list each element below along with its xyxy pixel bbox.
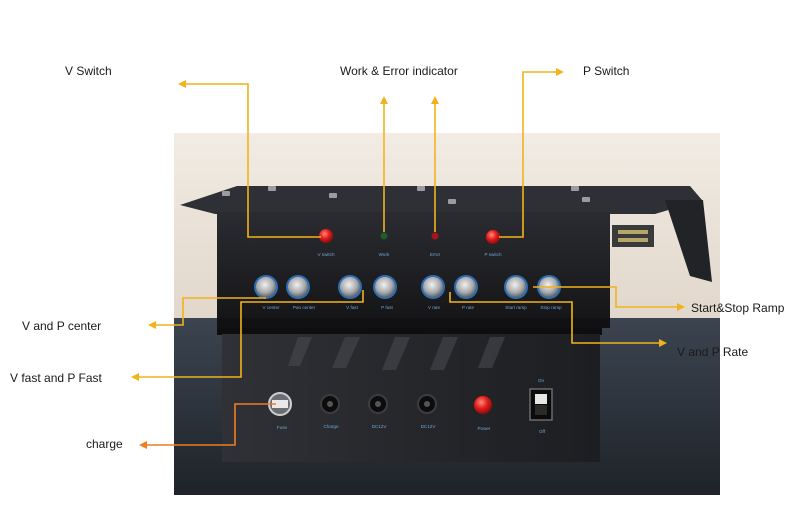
panel-label-power: Power [477,426,490,431]
lid-flap [665,200,712,282]
start-ramp-knob [504,275,528,299]
leader-rate [449,292,667,347]
panel-label-charge: Charge [323,424,339,429]
callout-v-switch: V Switch [65,64,112,78]
control-panel [217,212,610,328]
power-led [474,396,492,414]
leader-p-switch [499,68,564,238]
leader-vp-fast [131,290,364,381]
panel-label-fuse: Fuse [277,425,288,430]
panel-label-off: Off [539,429,546,434]
panel-label-v-center: V center [262,305,280,310]
panel-label-p-switch: P switch [484,252,501,257]
panel-label-v-fast: V fast [346,305,358,310]
v-center-knob [254,275,278,299]
panel-label-v-rate: V rate [428,305,441,310]
p-rate-knob [454,275,478,299]
panel-label-p-fast: P fast [381,305,393,310]
panel-label-p-center: Pan center [293,305,316,310]
p-switch-button [486,230,500,244]
callout-p-switch: P Switch [583,64,630,78]
connector-block [612,225,654,247]
p-fast-knob [373,275,397,299]
lid-top [180,186,702,214]
callout-v-p-center: V and P center [22,319,102,333]
panel-label-on: On [538,378,545,383]
panel-label-stop-ramp: Stop ramp [540,305,562,310]
callout-work-error: Work & Error indicator [340,64,458,78]
leader-vp-center [148,297,266,329]
rocker-switch [529,388,553,421]
v-switch-button [319,229,333,243]
panel-label-dc12v-2: DC12V [421,424,437,429]
panel-label-error: Error [430,252,441,257]
panel-label-p-rate: P rate [462,305,475,310]
leader-charge [139,403,276,449]
leader-lines [131,68,685,381]
leader-v-switch [178,80,321,238]
v-rate-knob [421,275,445,299]
callout-start-stop-ramp: Start&Stop Ramp [691,301,785,315]
jack-row [320,394,437,414]
panel-label-dc12v-1: DC12V [372,424,388,429]
callout-charge: charge [86,437,123,451]
error-led [431,232,439,240]
leader-ramp [533,286,685,311]
callout-v-p-fast: V fast and P Fast [10,371,102,385]
v-fast-knob [338,275,362,299]
panel-label-start-ramp: Start ramp [505,305,527,310]
p-center-knob [286,275,310,299]
work-led [380,232,388,240]
panel-label-v-switch: V switch [317,252,335,257]
callout-v-p-rate: V and P Rate [677,345,749,359]
knob-row [254,275,561,299]
panel-label-work: Work [379,252,390,257]
